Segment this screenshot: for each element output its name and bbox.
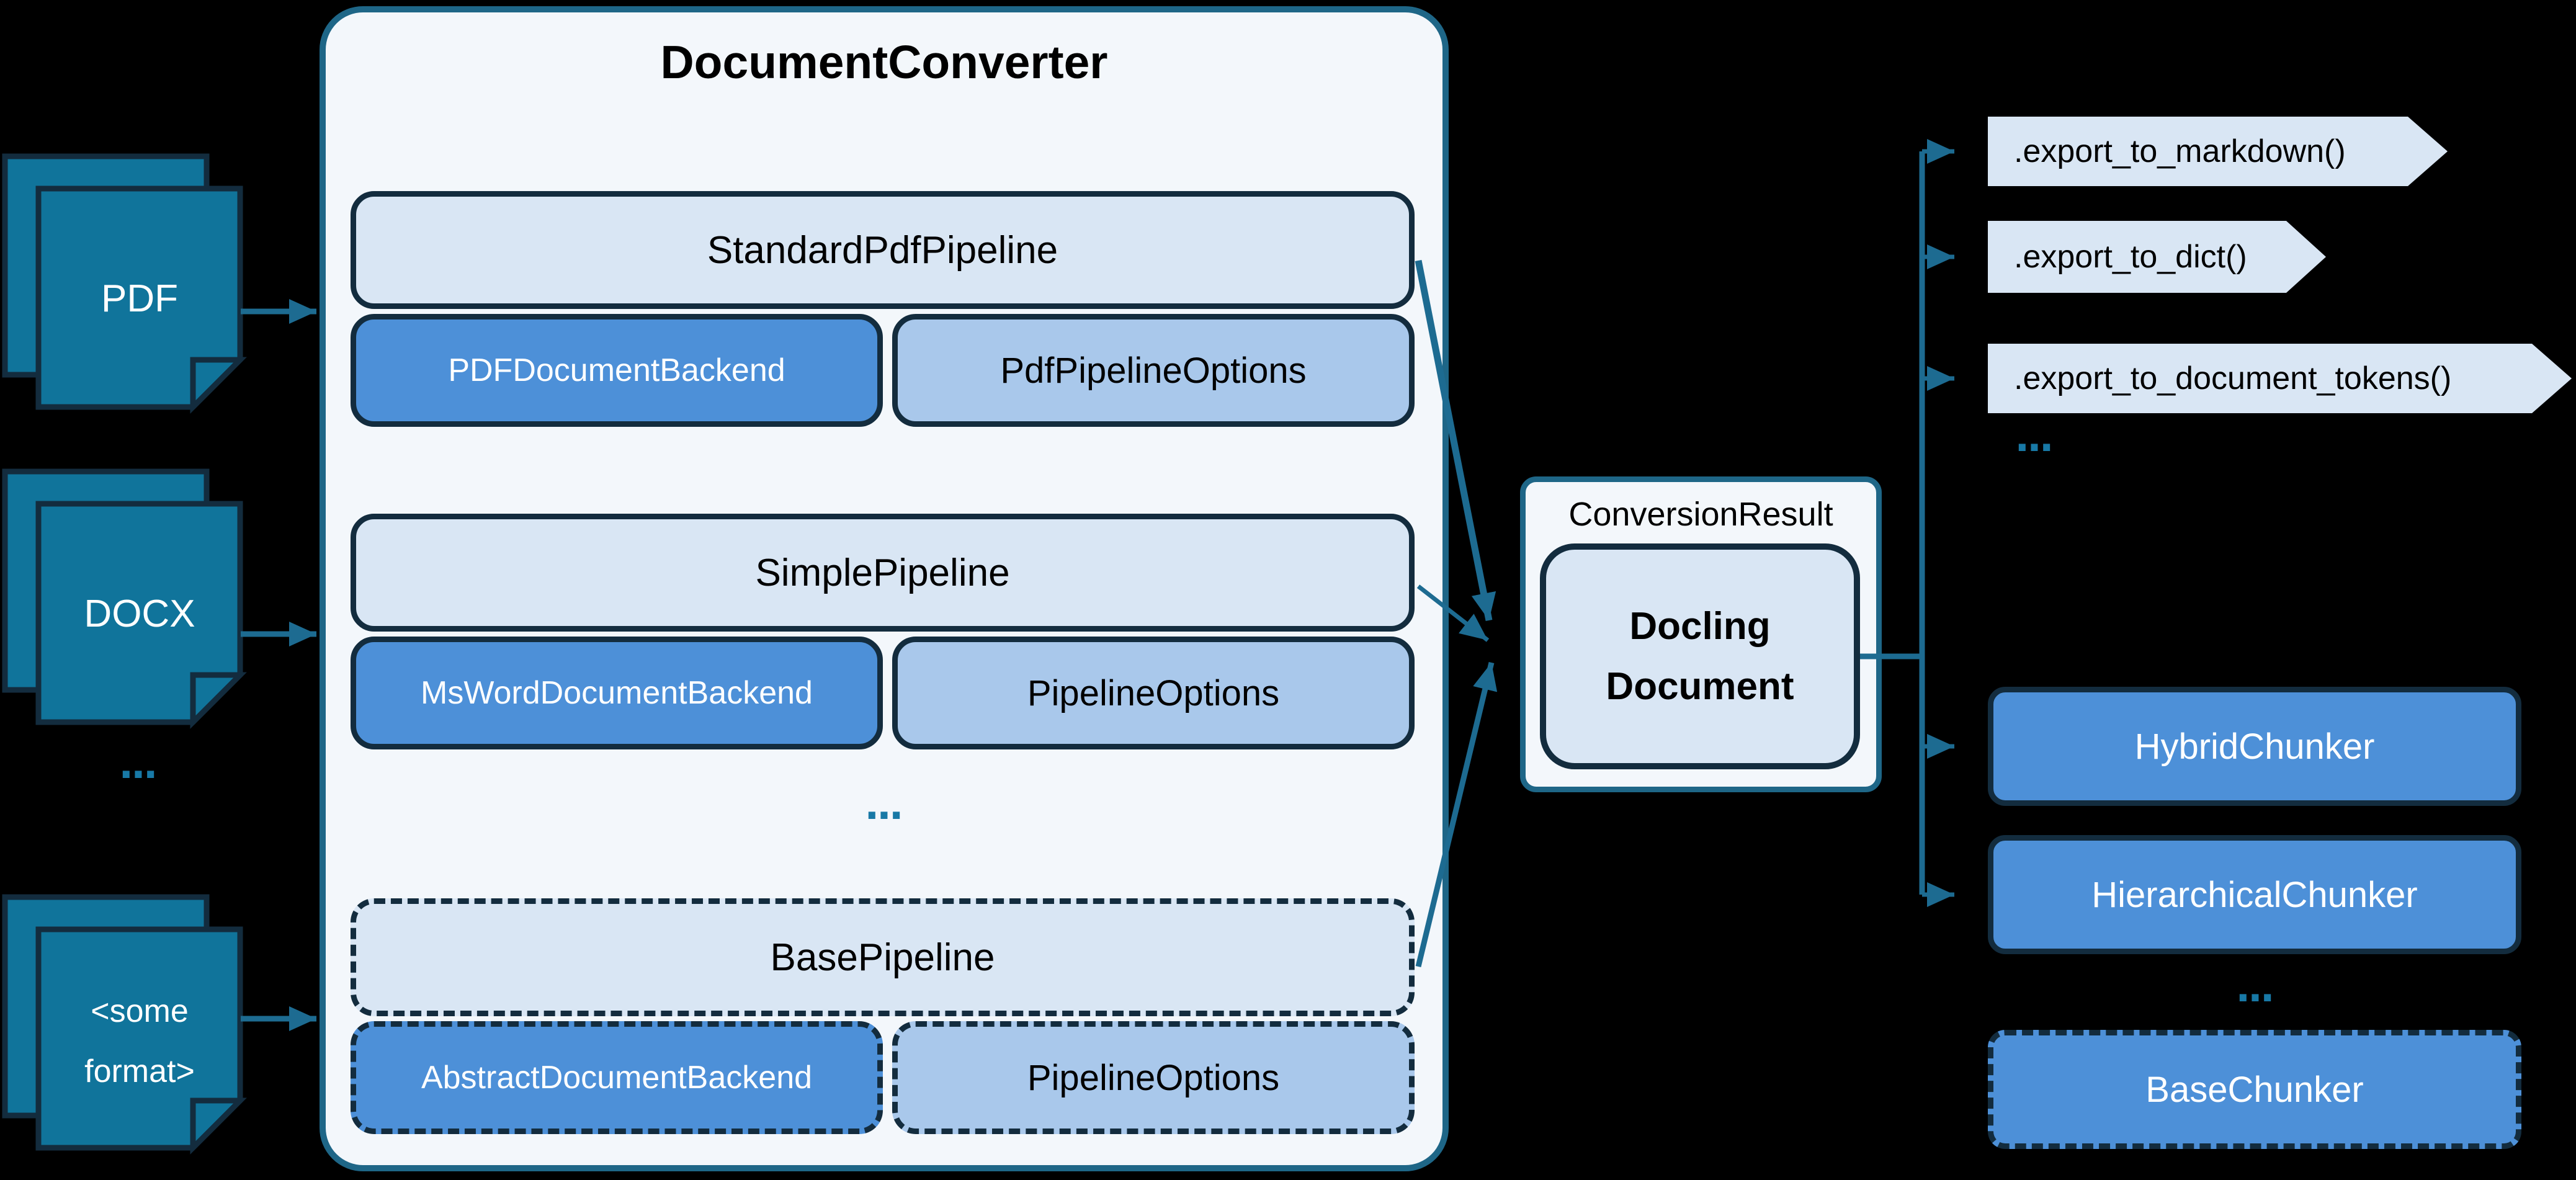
source-label-pdf: PDF — [101, 277, 178, 320]
some-format-documents-icon: <some format> — [2, 894, 247, 1155]
hierarchical-chunker-box: HierarchicalChunker — [1988, 835, 2521, 954]
export-to-markdown-label: .export_to_markdown() — [2014, 133, 2346, 169]
exports-ellipsis: ... — [2015, 407, 2053, 462]
backend-abstract-document: AbstractDocumentBackend — [351, 1021, 883, 1134]
pdf-documents-icon: PDF — [2, 153, 247, 414]
export-to-document-tokens-label: .export_to_document_tokens() — [2014, 360, 2452, 396]
pipeline-base-label: BasePipeline — [770, 936, 995, 979]
base-chunker-label: BaseChunker — [2145, 1069, 2364, 1110]
base-chunker-box: BaseChunker — [1988, 1030, 2521, 1149]
document-converter-title: DocumentConverter — [660, 36, 1108, 88]
pipelines-ellipsis: ... — [865, 775, 903, 829]
backend-pdf-document-label: PDFDocumentBackend — [448, 352, 785, 388]
doc-page-fold-icon — [190, 1097, 247, 1155]
export-to-markdown-chevron: .export_to_markdown() — [1988, 117, 2448, 186]
backend-msword-document-label: MsWordDocumentBackend — [421, 675, 813, 711]
source-label-some-format-line2: format> — [84, 1053, 195, 1089]
pipeline-simple-label: SimplePipeline — [755, 551, 1010, 594]
doc-page-fold-icon — [190, 357, 247, 414]
export-to-document-tokens-chevron: .export_to_document_tokens() — [1988, 344, 2572, 413]
sources-ellipsis: ... — [119, 734, 157, 789]
docling-document-line1: Docling — [1629, 605, 1771, 648]
backend-msword-document: MsWordDocumentBackend — [351, 637, 883, 749]
pipeline-standard-pdf-label: StandardPdfPipeline — [707, 228, 1058, 272]
docling-document-line2: Document — [1606, 665, 1794, 708]
chunkers-ellipsis: ... — [2236, 957, 2274, 1012]
options-pdf-pipeline: PdfPipelineOptions — [892, 314, 1415, 427]
pipeline-standard-pdf: StandardPdfPipeline — [351, 191, 1415, 309]
docling-document-box: Docling Document — [1540, 543, 1860, 769]
export-to-dict-label: .export_to_dict() — [2014, 239, 2247, 275]
backend-abstract-document-label: AbstractDocumentBackend — [421, 1060, 813, 1096]
hybrid-chunker-label: HybridChunker — [2134, 726, 2375, 767]
options-pipeline: PipelineOptions — [892, 637, 1415, 749]
source-label-some-format-line1: <some — [91, 993, 189, 1029]
options-pipeline-label: PipelineOptions — [1027, 673, 1280, 713]
docx-documents-icon: DOCX — [2, 468, 247, 729]
options-pdf-pipeline-label: PdfPipelineOptions — [1000, 350, 1307, 391]
options-base-pipeline-label: PipelineOptions — [1027, 1057, 1280, 1098]
hybrid-chunker-box: HybridChunker — [1988, 687, 2521, 806]
conversion-result-label: ConversionResult — [1568, 496, 1833, 533]
pipeline-simple: SimplePipeline — [351, 514, 1415, 632]
pipeline-base: BasePipeline — [351, 898, 1415, 1016]
backend-pdf-document: PDFDocumentBackend — [351, 314, 883, 427]
hierarchical-chunker-label: HierarchicalChunker — [2091, 874, 2418, 915]
doc-page-fold-icon — [190, 672, 247, 729]
options-base-pipeline: PipelineOptions — [892, 1021, 1415, 1134]
export-to-dict-chevron: .export_to_dict() — [1988, 221, 2326, 293]
source-label-docx: DOCX — [84, 592, 195, 635]
